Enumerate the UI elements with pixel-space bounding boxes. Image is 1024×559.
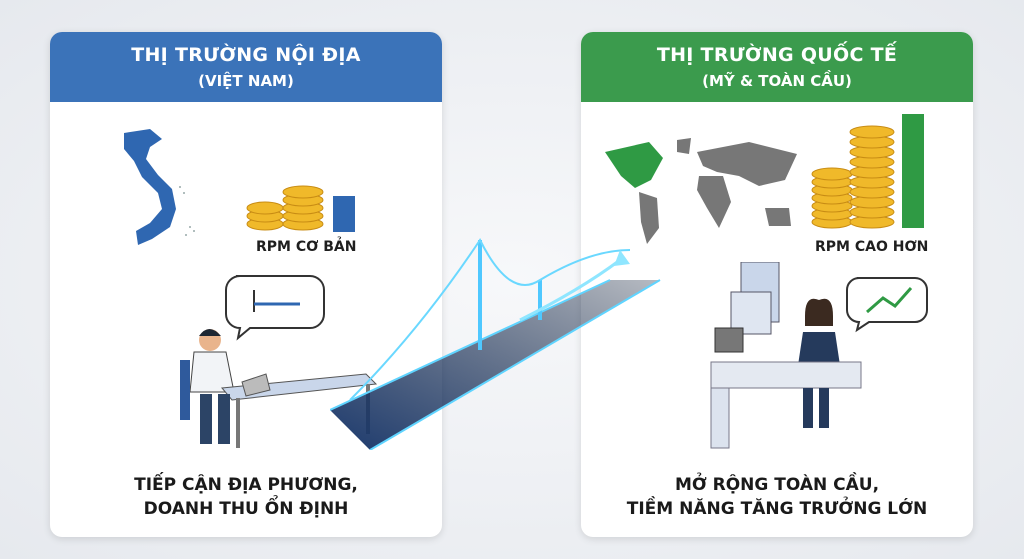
- vietnam-map-icon: [124, 129, 195, 245]
- domestic-title: THỊ TRƯỜNG NỘI ĐỊA: [131, 44, 361, 66]
- international-footer-line1: MỞ RỘNG TOÀN CẦU,: [674, 475, 880, 495]
- international-header: THỊ TRƯỜNG QUỐC TẾ (MỸ & TOÀN CẦU): [581, 32, 973, 102]
- domestic-footer: TIẾP CẬN ĐỊA PHƯƠNG, DOANH THU ỔN ĐỊNH: [50, 473, 442, 521]
- domestic-market-card: THỊ TRƯỜNG NỘI ĐỊA (VIỆT NAM) RPM CƠ BẢN…: [50, 32, 442, 537]
- international-subtitle: (MỸ & TOÀN CẦU): [702, 72, 852, 90]
- international-footer: MỞ RỘNG TOÀN CẦU, TIỀM NĂNG TĂNG TRƯỞNG …: [581, 473, 973, 521]
- man-at-desk-illustration: [180, 275, 378, 448]
- domestic-footer-line2: DOANH THU ỔN ĐỊNH: [143, 499, 349, 519]
- growth-bubble-icon: [846, 277, 928, 333]
- speech-bubble-icon: [225, 275, 325, 341]
- domestic-header: THỊ TRƯỜNG NỘI ĐỊA (VIỆT NAM): [50, 32, 442, 102]
- domestic-footer-line1: TIẾP CẬN ĐỊA PHƯƠNG,: [134, 475, 358, 495]
- international-title: THỊ TRƯỜNG QUỐC TẾ: [656, 44, 898, 66]
- domestic-subtitle: (VIỆT NAM): [198, 72, 294, 90]
- rpm-basic-label: RPM CƠ BẢN: [256, 239, 357, 255]
- rpm-higher-label: RPM CAO HƠN: [815, 239, 929, 255]
- bridge-illustration: [330, 238, 661, 450]
- rpm-bar-low: [333, 196, 355, 232]
- coins-large-icon: [811, 114, 924, 229]
- woman-at-desk-illustration: [710, 262, 928, 449]
- arrow-up-icon: [519, 258, 621, 322]
- international-market-card: THỊ TRƯỜNG QUỐC TẾ (MỸ & TOÀN CẦU) RPM C…: [581, 32, 973, 537]
- rpm-bar-high: [902, 114, 924, 228]
- world-map-icon: [605, 138, 797, 244]
- international-footer-line2: TIỀM NĂNG TĂNG TRƯỞNG LỚN: [626, 499, 928, 519]
- coins-small-icon: [246, 185, 355, 232]
